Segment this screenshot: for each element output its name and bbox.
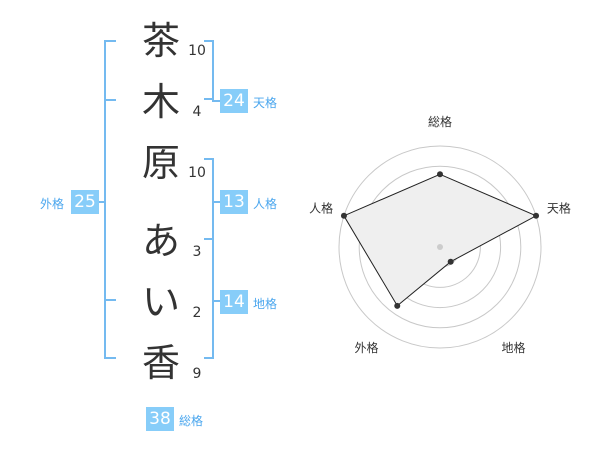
radar-point-3 <box>447 258 454 265</box>
tenkaku-value: 24 <box>220 89 248 113</box>
radar-point-2 <box>533 212 540 219</box>
stroke-count-4: 3 <box>192 244 202 260</box>
tenkaku-label: 天格 <box>253 96 278 110</box>
tenkaku-bracket-vertical <box>212 40 214 100</box>
radar-center-dot <box>437 244 443 250</box>
chikaku-label: 地格 <box>253 297 278 311</box>
stroke-count-6: 9 <box>192 366 202 382</box>
stroke-count-1: 10 <box>188 43 206 59</box>
chikaku-bracket-vertical <box>212 240 214 359</box>
jinkaku-value: 13 <box>220 190 248 214</box>
gaikaku-bracket-bottom <box>104 357 116 359</box>
name-char-4: あ <box>141 219 180 263</box>
stroke-count-5: 2 <box>192 305 202 321</box>
chikaku-value: 14 <box>220 290 248 314</box>
gaikaku-value: 25 <box>71 190 99 214</box>
gaikaku-label: 外格 <box>40 197 65 211</box>
name-char-3: 原 <box>141 141 180 185</box>
radar-point-1 <box>437 171 443 178</box>
gaikaku-bracket-tick-1 <box>104 99 116 101</box>
jinkaku-connector <box>212 201 220 203</box>
soukaku-label: 総格 <box>179 414 204 428</box>
gaikaku-bracket-top <box>104 40 116 42</box>
radar-axis-label: 人格 <box>309 200 333 215</box>
radar-data-area <box>343 173 538 307</box>
soukaku-value: 38 <box>146 407 174 431</box>
radar-grid-ring <box>358 165 522 329</box>
stroke-count-2: 4 <box>192 104 202 120</box>
gaikaku-connector <box>96 201 105 203</box>
radar-point-4 <box>394 302 401 309</box>
radar-point-5 <box>340 212 347 219</box>
radar-axis-label: 天格 <box>547 200 571 215</box>
name-char-1: 茶 <box>141 19 180 63</box>
tenkaku-connector <box>212 100 220 102</box>
chikaku-bracket-bottom <box>204 357 214 359</box>
radar-axis-label: 外格 <box>355 340 379 355</box>
gaikaku-bracket-vertical <box>104 40 106 359</box>
tenkaku-bracket-top <box>204 40 214 42</box>
tenkaku-bracket-bottom <box>204 98 214 100</box>
stroke-count-3: 10 <box>188 165 206 181</box>
jinkaku-bracket-vertical-2 <box>212 202 214 240</box>
radar-axis-label: 地格 <box>501 340 525 355</box>
jinkaku-bracket-top <box>204 158 214 160</box>
name-char-6: 香 <box>141 341 180 385</box>
jinkaku-bracket-vertical <box>212 160 214 202</box>
name-char-2: 木 <box>141 80 180 124</box>
jinkaku-label: 人格 <box>253 197 278 211</box>
name-char-5: い <box>141 280 180 324</box>
jinkaku-bracket-bottom <box>204 238 214 240</box>
chikaku-connector <box>212 300 220 302</box>
radar-axis-label: 総格 <box>428 114 452 129</box>
gaikaku-bracket-tick-2 <box>104 299 116 301</box>
